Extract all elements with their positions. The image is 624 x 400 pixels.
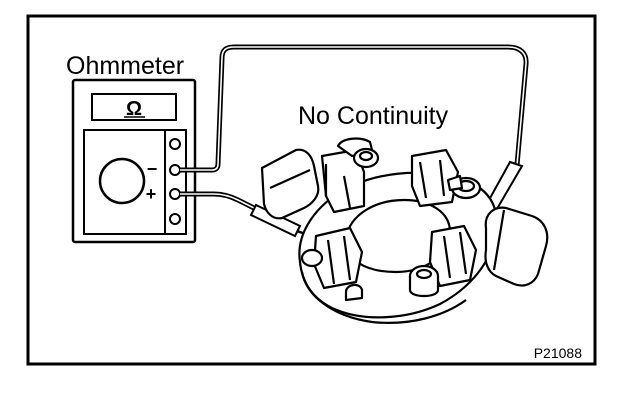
- brush-left: [260, 148, 320, 220]
- positive-lead-wire-inner: [180, 193, 259, 211]
- negative-lead-wire-inner: [180, 46, 527, 171]
- terminal-positive: [169, 188, 181, 200]
- range-dial[interactable]: [98, 157, 146, 205]
- minus-label: −: [147, 159, 158, 179]
- terminal-negative: [169, 164, 181, 176]
- meter-display: [91, 93, 177, 121]
- plus-label: +: [146, 184, 157, 204]
- spring-post-bottom-left: [300, 248, 324, 268]
- terminal-4: [169, 213, 181, 225]
- figure-code: P21088: [534, 345, 582, 361]
- brush-right: [484, 206, 549, 287]
- ohmmeter: Ohmmeter Ω − +: [66, 52, 197, 244]
- brush-holder: [260, 137, 549, 324]
- mount-tab-right: [446, 174, 464, 192]
- brush-box-top-right: [410, 148, 460, 208]
- result-label: No Continuity: [298, 102, 449, 130]
- mount-tab-bottom: [344, 283, 364, 302]
- test-leads: [180, 44, 529, 213]
- ohm-unit-symbol: Ω: [126, 98, 142, 120]
- terminal-1: [169, 138, 181, 150]
- ohmmeter-title: Ohmmeter: [66, 52, 184, 80]
- plate-edge: [300, 271, 467, 324]
